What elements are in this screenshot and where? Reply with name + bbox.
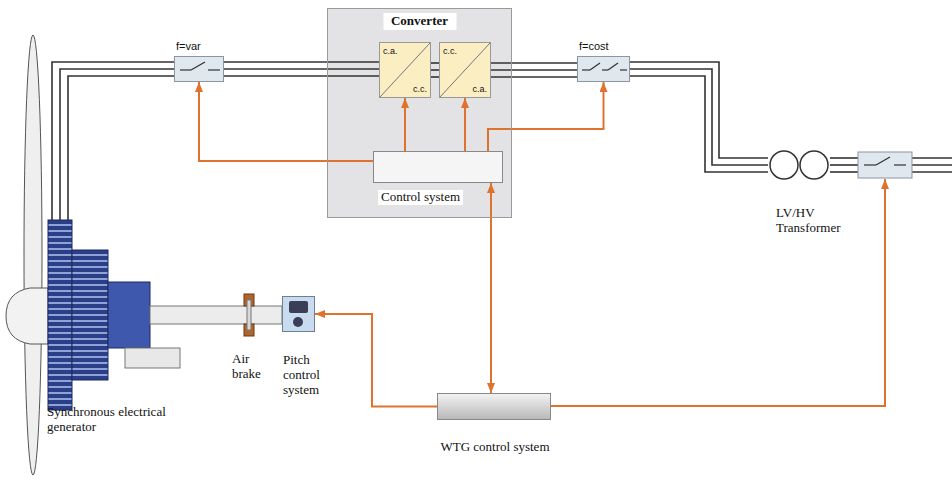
inverter-block: c.c. c.a. <box>439 42 491 98</box>
node-text: f=var <box>176 40 201 53</box>
breaker-switch <box>858 152 912 178</box>
node-text: c.c. <box>413 84 427 94</box>
generator-rotor <box>72 250 108 380</box>
control-arrow <box>315 314 437 407</box>
node-text: WTG control system <box>415 440 575 455</box>
part-label: Air brake <box>232 352 272 382</box>
control-line <box>551 179 885 406</box>
node-text: LV/HV Transformer <box>776 206 861 236</box>
generator-stator <box>48 220 72 410</box>
air-brake <box>244 294 254 336</box>
power-wire <box>431 63 439 77</box>
node-text: f=cost <box>579 40 609 53</box>
generator-body <box>108 282 150 348</box>
switch-box: f=var <box>174 56 224 82</box>
gen-base <box>125 348 180 368</box>
part-label: Synchronous electrical generator <box>47 405 172 435</box>
node-text: c.a. <box>383 46 398 56</box>
node-text: Control system <box>378 190 463 205</box>
wtg-control-box: WTG control system <box>437 393 551 420</box>
converter-panel: Converter c.a. c.c. c.c. c.a. Control system <box>327 8 512 218</box>
control-arrow <box>199 82 373 161</box>
switch-symbol <box>578 57 631 83</box>
switch-box: f=cost <box>577 56 630 82</box>
control-arrow <box>465 98 466 151</box>
transformer-coils <box>768 150 830 180</box>
nose-cone <box>6 288 48 344</box>
pitch-device <box>283 297 314 331</box>
rectifier-block: c.a. c.c. <box>379 42 431 98</box>
shaft <box>150 306 282 324</box>
control-arrow <box>488 82 604 151</box>
control-arrow <box>491 183 492 393</box>
rotor-blade <box>24 35 42 475</box>
switch-symbol <box>175 57 225 83</box>
power-wire <box>224 62 379 76</box>
node-text: Pitch control system <box>283 353 335 398</box>
generator-wires <box>52 62 174 220</box>
node-text: Converter <box>383 13 456 30</box>
power-wire <box>630 62 768 172</box>
control-arrow <box>405 98 406 151</box>
control-box: Control system <box>373 151 503 183</box>
node-text: c.c. <box>443 46 457 56</box>
power-wire <box>491 63 577 77</box>
transformer-symbol: LV/HV Transformer <box>768 150 830 180</box>
converter-panel <box>327 8 512 218</box>
node-text: c.a. <box>472 84 487 94</box>
pitch-box: Pitch control system <box>282 296 315 332</box>
